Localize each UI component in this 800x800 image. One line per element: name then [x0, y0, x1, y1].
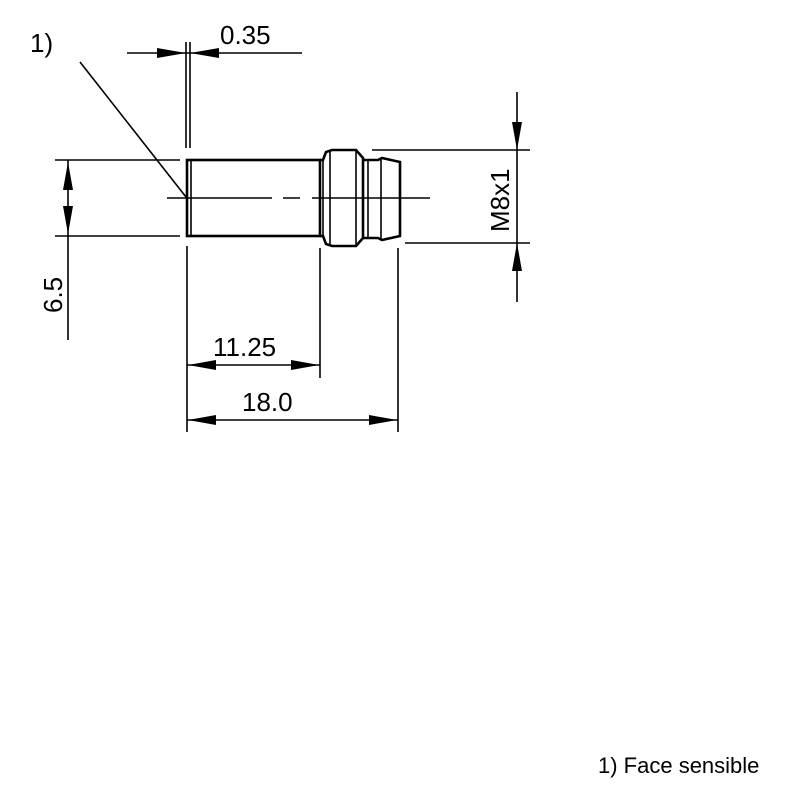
callout-marker: 1) [30, 28, 53, 58]
dim-thread-label: M8x1 [485, 168, 515, 232]
dim-face-offset-label: 0.35 [220, 20, 271, 50]
face-leader-line [79, 61, 187, 198]
dim-diameter-label: 6.5 [38, 277, 68, 313]
dim-face-offset: 0.35 [127, 20, 302, 148]
dim-total-length: 18.0 [187, 248, 399, 432]
sensor-connector [363, 156, 402, 242]
footnote: 1) Face sensible [598, 753, 759, 778]
dim-body-length: 11.25 [186, 246, 321, 432]
dim-total-length-label: 18.0 [242, 387, 293, 417]
dim-thread: M8x1 [372, 92, 530, 302]
dim-diameter: 6.5 [38, 159, 180, 340]
dim-body-length-label: 11.25 [213, 332, 276, 362]
